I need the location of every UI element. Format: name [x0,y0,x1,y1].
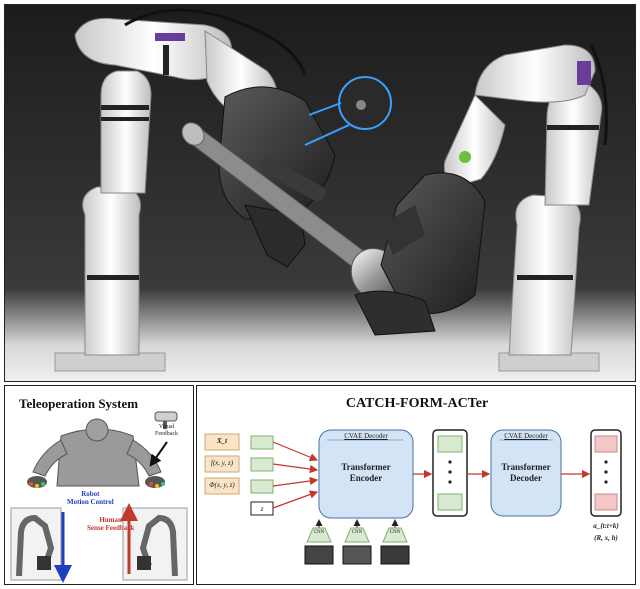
input-f-label: f(x, y, z) [210,459,234,467]
teleop-title: Teleoperation System [19,396,139,411]
decoder-label: Transformer Decoder [501,462,551,483]
decoder-tag: CVAE Decoder [504,432,548,440]
catch-form-acter-panel: CATCH-FORM-ACTer [196,385,636,585]
teleoperation-panel: Teleoperation System [4,385,194,585]
cnn-label-3: CNN [389,530,401,535]
token-z [250,501,274,516]
input-xt-box [204,433,240,451]
robot-photo-illustration [5,5,635,381]
token-1 [250,435,274,450]
teleop-illustration [10,411,188,583]
token-3 [250,479,274,494]
input-f-box [204,455,240,473]
transformer-decoder-block [490,429,562,517]
input-xt-label: X_t [216,437,228,445]
cnn-label-1: CNN [313,530,325,535]
cnn-2 [342,519,372,565]
cnn-label-2: CNN [351,530,363,535]
cnn-3 [380,519,410,565]
output-label: a_{t:t+k} [593,522,619,530]
input-phi-label: Φ(x, y, z) [209,481,235,489]
token-2 [250,457,274,472]
encoder-tag: CVAE Decoder [344,432,388,440]
model-title: CATCH-FORM-ACTer [345,396,489,411]
input-z-label: z [260,505,264,513]
architecture-diagram [204,429,622,565]
encoder-label: Transformer Encoder [341,462,391,483]
input-phi-box [204,477,240,495]
human-sense-feedback-label: Human Sense Feedback [87,516,135,532]
robot-motion-control-label: Robot Motion Control [67,490,114,506]
cnn-1 [304,519,334,565]
visual-feedback-label: Visual Feedback [155,424,178,437]
robot-photo [4,4,636,382]
output-params: (R, x, h) [594,534,618,542]
